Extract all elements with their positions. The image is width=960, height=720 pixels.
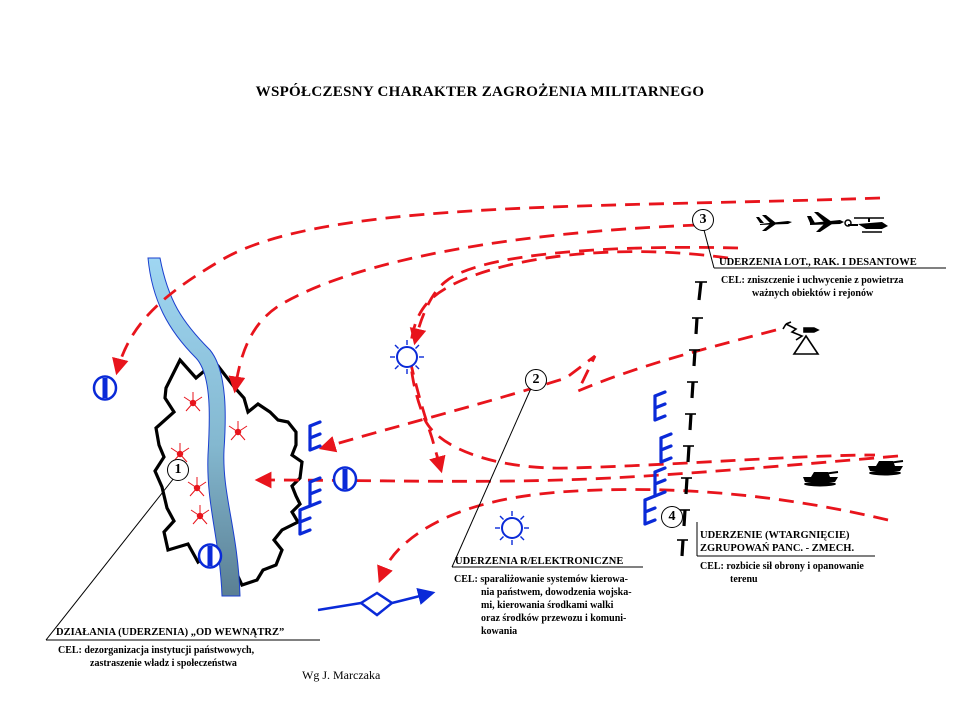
marker-1: 1 <box>167 459 189 481</box>
air-line-1: CEL: zniszczenie i uchwycenie z powietrz… <box>721 275 904 286</box>
electronic-line-5: kowania <box>481 626 518 637</box>
fighter-icon <box>807 212 844 232</box>
inside-line-2: zastraszenie władz i społeczeństwa <box>90 658 237 669</box>
route-armor-main <box>254 454 899 489</box>
armor-line-1: CEL: rozbicie sił obrony i opanowanie <box>700 561 864 572</box>
jamming-marks <box>298 390 673 536</box>
airborne-symbol <box>317 587 436 617</box>
author-credit: Wg J. Marczaka <box>302 668 381 682</box>
penetration-column <box>677 281 707 557</box>
helicopter-icon <box>844 217 888 233</box>
route-to-radar <box>409 245 739 346</box>
route-to-center-drop <box>408 359 446 474</box>
radar-icon <box>389 339 425 375</box>
armor-heading-1: UDERZENIE (WTARGNIĘCIE) <box>700 530 850 541</box>
route-upper-inner <box>228 223 699 394</box>
route-lightning <box>318 328 777 453</box>
electronic-line-2: nia państwem, dowodzenia wojska- <box>481 587 632 598</box>
tank-icon <box>867 460 904 477</box>
electronic-heading: UDERZENIA R/ELEKTRONICZNE <box>455 556 624 567</box>
marker-4: 4 <box>661 506 683 528</box>
inside-heading: DZIAŁANIA (UDERZENIA) „OD WEWNĄTRZ” <box>56 627 285 638</box>
jet-icon <box>756 215 792 231</box>
inside-line-1: CEL: dezorganizacja instytucji państwowy… <box>58 645 255 656</box>
air-line-2: ważnych obiektów i rejonów <box>752 288 874 299</box>
river <box>147 257 241 597</box>
marker-2: 2 <box>525 369 547 391</box>
electronic-line-3: mi, kierowania środkami walki <box>481 600 614 611</box>
air-heading: UDERZENIA LOT., RAK. I DESANTOWE <box>719 257 917 268</box>
marker-3: 3 <box>692 209 714 231</box>
armor-heading-2: ZGRUPOWAŃ PANC. - ZMECH. <box>700 543 855 554</box>
diagram-title: WSPÓŁCZESNY CHARAKTER ZAGROŻENIA MILITAR… <box>255 84 705 100</box>
route-armor-south <box>377 488 889 584</box>
threat-routes <box>112 196 899 584</box>
electronic-line-4: oraz środków przewozu i komuni- <box>481 613 627 624</box>
tank-icon <box>802 471 839 488</box>
missile-launcher-icon <box>782 321 820 355</box>
territory-border <box>153 357 304 587</box>
route-top-left <box>112 196 881 376</box>
leader-lines <box>45 229 946 641</box>
electronic-line-1: CEL: sparaliżowanie systemów kierowa- <box>454 574 628 585</box>
radar-icon <box>494 510 530 546</box>
armor-line-2: terenu <box>730 574 758 585</box>
